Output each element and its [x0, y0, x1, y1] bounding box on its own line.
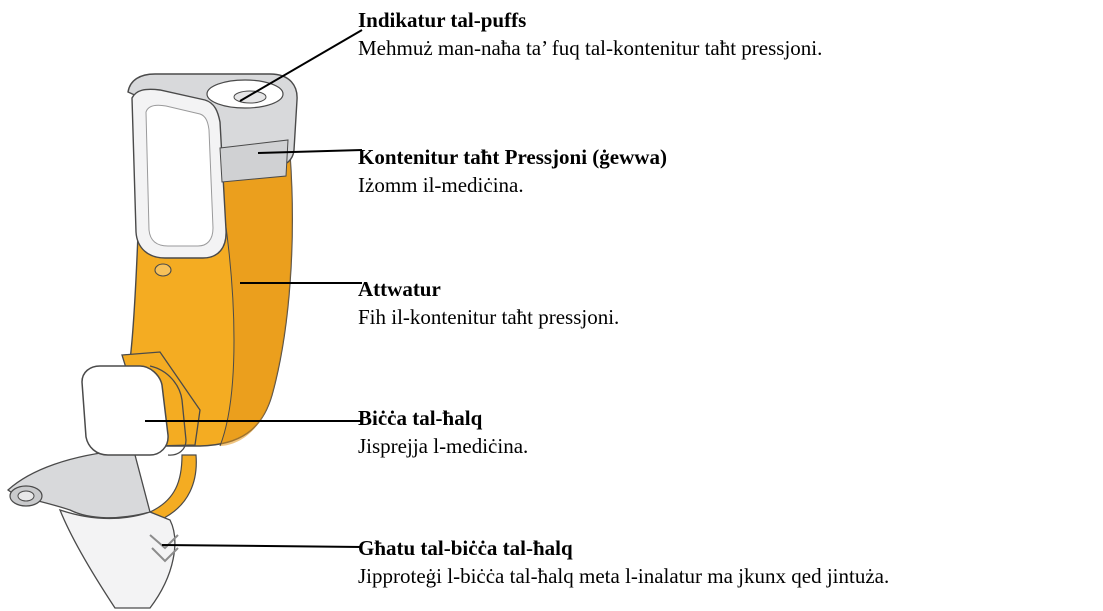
label-title: Biċċa tal-ħalq — [358, 406, 483, 430]
label-title: Għatu tal-biċċa tal-ħalq — [358, 536, 573, 560]
leader-line-canister — [257, 149, 363, 154]
mouthpiece-cap — [6, 449, 179, 609]
label-title: Kontenitur taħt Pressjoni (ġewwa) — [358, 145, 667, 169]
label-mouthpiece-cap: Għatu tal-biċċa tal-ħalq Jipproteġi l-bi… — [358, 535, 889, 590]
label-mouthpiece: Biċċa tal-ħalq Jisprejja l-mediċina. — [358, 405, 528, 460]
label-description: Iżomm il-mediċina. — [358, 172, 524, 197]
label-title: Attwatur — [358, 277, 441, 301]
label-puff-indicator: Indikatur tal-puffs Mehmuż man-naħa ta’ … — [358, 7, 822, 62]
label-description: Mehmuż man-naħa ta’ fuq tal-kontenitur t… — [358, 35, 823, 60]
leader-line-puff-indicator — [239, 29, 363, 102]
label-title: Indikatur tal-puffs — [358, 8, 527, 32]
label-description: Fih il-kontenitur taħt pressjoni. — [358, 304, 620, 329]
label-description: Jipproteġi l-biċċa tal-ħalq meta l-inala… — [358, 563, 890, 588]
canister — [127, 73, 298, 259]
leader-line-mouthpiece-cap — [161, 544, 363, 548]
label-pressurized-canister: Kontenitur taħt Pressjoni (ġewwa) Iżomm … — [358, 144, 667, 199]
label-description: Jisprejja l-mediċina. — [358, 433, 529, 458]
label-actuator: Attwatur Fih il-kontenitur taħt pressjon… — [358, 276, 619, 331]
